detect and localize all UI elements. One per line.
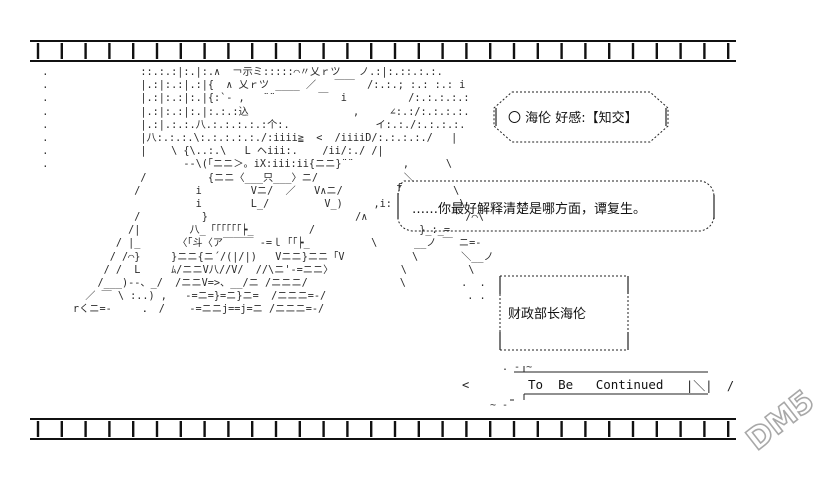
watermark-logo: DM5	[735, 378, 825, 462]
ascii-art-line: . ::.:.:|:.|:.∧ ￢示ミ:::::⌒〃乂ｒツ ノ.:|:.::.:…	[30, 67, 443, 78]
ascii-art-line: . |.:|.:.:.八.:.:.:.:.:个:. イ:.:./:.:.:.:.	[30, 119, 466, 131]
svg-text:f: f	[396, 181, 403, 194]
ending-deco-left: <	[462, 378, 470, 392]
ascii-art-line: / } /∧ /⌒\	[30, 212, 484, 224]
ascii-art-line: rくニ=- ． / -=ニニj==j=ニ /ニニニ=-/	[30, 304, 325, 316]
film-strip-bottom	[30, 418, 736, 440]
status-label: 〇 海伦 好感:【知交】	[508, 111, 638, 126]
film-strip-top	[30, 40, 736, 62]
ending-deco-right: |＼| /	[686, 379, 735, 393]
ascii-art-line: . |.:|:.:|:.|{:`- , ¨¨ ￣ i /:.:.:.:.:	[30, 93, 470, 105]
svg-text:~ - _: ~ - _	[490, 400, 521, 410]
ascii-art-line: / i Vニ/ ／ V∧ニ/ \	[30, 185, 460, 197]
ascii-art-line: ／ ￣ \ :..) , -=ニ=}=ニ}ニ= /ニニニ=-/ . .	[30, 291, 486, 303]
ascii-art-line: /| 八_「「「「「「┝_ / }_:_=	[30, 225, 450, 237]
ascii-art-line: i L_/ V_) ,i: \	[30, 198, 466, 210]
ascii-art-line: / |_ 〈「斗〈ア￣￣￣ -=ｌ「「┝_ \ __ノ ￣ ニ=-	[30, 238, 482, 250]
title-label: 财政部长海伦	[508, 307, 587, 322]
ascii-art-line: . |八:.:.:.\:.:.:.:.:./:iiii≧ < /iiiiD/:.…	[30, 132, 458, 144]
ascii-art-line: . |.:|:.:|.:|{ ∧ 乂ｒツ ____ ／ ￣￣ /:.:.; :.…	[30, 80, 466, 92]
ascii-art-figure: . ::.:.:|:.|:.∧ ￢示ミ:::::⌒〃乂ｒツ ノ.:|:.::.:…	[30, 66, 494, 317]
svg-text:. - ~: . - ~	[502, 362, 532, 373]
status-frame	[490, 88, 672, 152]
speech-bubble: f	[390, 175, 720, 241]
ascii-art-line: . |.:|:.:|:.|:.:.:込 , ∠:.:/:.:.:.:.	[30, 106, 470, 118]
ascii-art-line: / /⌒} }ニニ{ニ´/(|/|) Vニニ}ニニ「V \ ＼__ノ	[30, 251, 494, 263]
ascii-art-line: . | \ {\..:.\ L ヘiii:. /ii/:./ /|	[30, 146, 384, 158]
ascii-art-line: / {ニニ〈___只___〉ニ/ ＼	[30, 172, 415, 184]
ending-frame: . - ~ ~ - _	[484, 360, 724, 414]
ascii-art-line: . --\(「ニニ＞。iX:iii:ii{ニニ}¨¨ , \	[30, 159, 452, 171]
title-frame	[494, 270, 634, 360]
ascii-art-line: /___)--、_/ /ニニV=>、__/ニ /ニニニ/ \ . .	[30, 278, 486, 289]
ending-text: To Be Continued	[528, 377, 664, 392]
ascii-art-line: / / L ﾑ/ニニV八//V/ //\ニ'-=ニニ〉 \ \	[30, 264, 475, 276]
speech-text: ……你最好解释清楚是哪方面，谭复生。	[412, 202, 647, 217]
svg-text:DM5: DM5	[740, 384, 821, 458]
